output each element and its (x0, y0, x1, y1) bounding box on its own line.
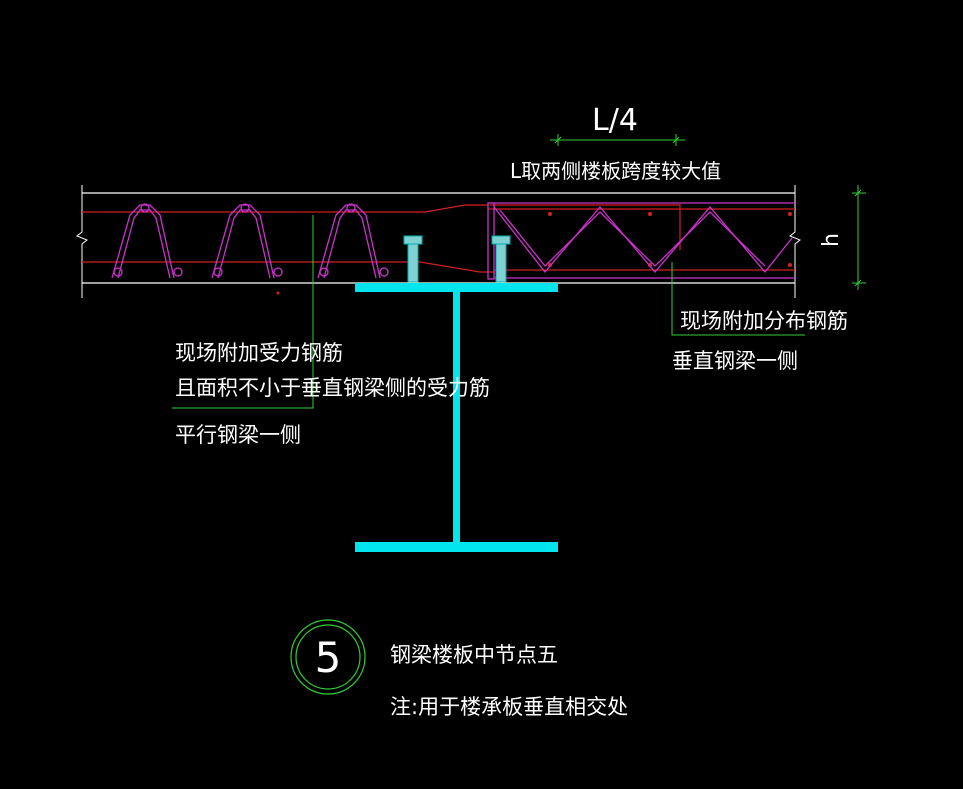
shear-stud-right (491, 235, 511, 283)
height-label: h (819, 233, 844, 247)
left-label-line3: 平行钢梁一侧 (175, 423, 301, 447)
truss-profile (111, 203, 183, 279)
rebar-dot (648, 212, 652, 216)
left-break-line (76, 185, 88, 298)
rebar-dot (788, 263, 792, 267)
dimension-label: L/4 (592, 103, 638, 138)
beam-web (453, 292, 460, 542)
left-truss-profiles (111, 203, 389, 279)
shear-stud-left (403, 235, 423, 283)
beam-top-flange (355, 283, 558, 292)
concrete-slab (76, 185, 801, 298)
dimension-note: L取两侧楼板跨度较大值 (510, 159, 721, 183)
left-label-line1: 现场附加受力钢筋 (175, 341, 343, 365)
rebar-dot (788, 212, 792, 216)
shear-studs (403, 235, 511, 283)
detail-title: 钢梁楼板中节点五 (390, 643, 558, 667)
detail-note: 注:用于楼承板垂直相交处 (390, 695, 628, 719)
leader-lines (172, 215, 805, 409)
bottom-added-rebar (82, 261, 495, 273)
rebar-dot (276, 291, 280, 295)
detail-number: 5 (315, 633, 342, 682)
right-label-line2: 垂直钢梁一侧 (672, 349, 798, 373)
right-break-line (789, 185, 801, 298)
detail-bubble (290, 619, 366, 695)
left-leader (172, 215, 314, 409)
dimension-l4 (550, 134, 685, 146)
right-label-line1: 现场附加分布钢筋 (680, 309, 848, 333)
right-truss-deck (487, 202, 795, 280)
truss-web-zigzag-inner (499, 209, 766, 267)
truss-profile (317, 203, 389, 279)
beam-bottom-flange (355, 542, 558, 552)
dimension-h (852, 185, 866, 290)
left-label-line2: 且面积不小于垂直钢梁侧的受力筋 (175, 376, 490, 400)
top-added-rebar (82, 204, 488, 213)
truss-web-zigzag (493, 205, 793, 274)
right-leader (671, 262, 805, 336)
steel-i-beam (355, 283, 558, 552)
rebar-hook (490, 204, 681, 250)
rebar-dot (548, 212, 552, 216)
truss-profile (211, 203, 283, 279)
rebar-lines (82, 204, 795, 295)
